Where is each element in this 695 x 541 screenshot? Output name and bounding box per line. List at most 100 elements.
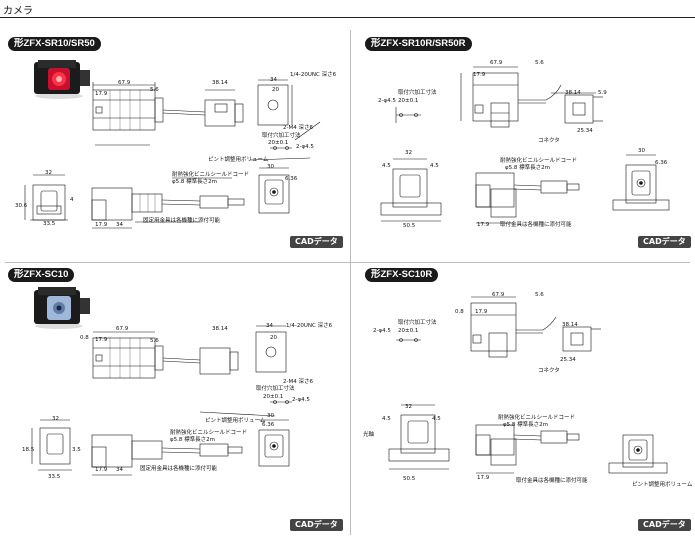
note-pin: ピント調整用ボリューム bbox=[205, 418, 266, 424]
dim-label: 6.36 bbox=[285, 176, 298, 182]
camera-photo-sr bbox=[34, 60, 90, 99]
note-panel: 取付穴加工寸法 bbox=[398, 320, 437, 326]
dim-label: 50.5 bbox=[403, 476, 416, 482]
note-connector: コネクタ bbox=[538, 138, 560, 144]
dim-label: 17.9 bbox=[477, 222, 490, 228]
dim-label: 5.6 bbox=[535, 60, 544, 66]
dim-label: 6.36 bbox=[655, 160, 668, 166]
dim-label: 4.5 bbox=[382, 163, 391, 169]
dim-label: 17.9 bbox=[95, 222, 108, 228]
dim-label: 20±0.1 bbox=[268, 140, 289, 146]
dim-label: 17.9 bbox=[477, 475, 490, 481]
dim-label: 25.34 bbox=[577, 128, 593, 134]
section-divider-vertical bbox=[350, 30, 351, 535]
dim-label: 32 bbox=[405, 404, 412, 410]
dim-label: 34 bbox=[266, 323, 273, 329]
dim-label: 50.5 bbox=[403, 223, 416, 229]
dim-label: 17.9 bbox=[473, 72, 486, 78]
dim-label: 34 bbox=[270, 77, 277, 83]
section-divider-horizontal bbox=[5, 262, 690, 263]
dim-label: 20±0.1 bbox=[263, 394, 284, 400]
dim-label: 38.14 bbox=[562, 322, 578, 328]
dim-label: 20 bbox=[272, 87, 279, 93]
note-pin: ピント調整用ボリューム bbox=[632, 482, 693, 488]
dim-label: 0.8 bbox=[455, 309, 464, 315]
note-cable2: φ5.8 標準長さ2m bbox=[505, 165, 550, 171]
dim-label: 17.9 bbox=[475, 309, 488, 315]
dim-label: 67.9 bbox=[116, 326, 129, 332]
note-m4: 2-M4 深さ6 bbox=[283, 379, 313, 385]
dim-label: 30 bbox=[638, 148, 645, 154]
dim-label: 32 bbox=[45, 170, 52, 176]
note-cable1: 耐熱強化ビニルシールドコード bbox=[498, 415, 576, 421]
dim-label: 30 bbox=[267, 413, 274, 419]
cad-data-button-srr[interactable]: CADデータ bbox=[638, 236, 691, 248]
dim-label: 32 bbox=[52, 416, 59, 422]
dim-label: 18.5 bbox=[22, 447, 35, 453]
note-hole: 2-φ4.5 bbox=[378, 98, 396, 104]
section-title-sr: 形ZFX-SR10/SR50 bbox=[8, 37, 101, 51]
drawing-sr bbox=[24, 79, 321, 229]
note-cable1: 耐熱強化ビニルシールドコード bbox=[170, 430, 248, 436]
section-title-srr: 形ZFX-SR10R/SR50R bbox=[365, 37, 472, 51]
note-mount2: 取付金具は各機種に添付可能 bbox=[516, 478, 588, 484]
dim-label: 20±0.1 bbox=[398, 328, 419, 334]
dim-label: 67.9 bbox=[490, 60, 503, 66]
dim-label: 20±0.1 bbox=[398, 98, 419, 104]
drawing-sc bbox=[31, 325, 292, 476]
cad-data-button-scr[interactable]: CADデータ bbox=[638, 519, 691, 531]
note-unc: 1/4-20UNC 深さ6 bbox=[286, 323, 333, 329]
dim-label: 5.9 bbox=[598, 90, 607, 96]
dim-label: 67.9 bbox=[118, 80, 131, 86]
page-title: カメラ bbox=[3, 6, 33, 17]
dim-label: 5.6 bbox=[150, 87, 159, 93]
note-panel: 取付穴加工寸法 bbox=[398, 90, 437, 96]
dim-label: 0.8 bbox=[80, 335, 89, 341]
dim-label: 34 bbox=[116, 467, 123, 473]
note-pin: ピント調整用ボリューム bbox=[208, 157, 269, 163]
dim-label: 17.9 bbox=[95, 467, 108, 473]
camera-photo-sc bbox=[34, 287, 90, 329]
page-header: カメラ bbox=[0, 0, 695, 18]
dim-label: 17.9 bbox=[95, 91, 108, 97]
note-cable1: 耐熱強化ビニルシールドコード bbox=[500, 158, 578, 164]
dim-label: 38.14 bbox=[212, 326, 228, 332]
dim-label: 17.9 bbox=[95, 337, 108, 343]
dim-label: 5.6 bbox=[150, 338, 159, 344]
dim-label: 30 bbox=[267, 164, 274, 170]
dim-label: 6.36 bbox=[262, 422, 275, 428]
dim-label: 4.5 bbox=[432, 416, 441, 422]
note-unc: 1/4-20UNC 深さ6 bbox=[290, 72, 337, 78]
note-hole: 2-φ4.5 bbox=[296, 144, 314, 150]
note-cable2: φ5.8 標準長さ2m bbox=[503, 422, 548, 428]
dim-label: 4 bbox=[70, 197, 74, 203]
note-mount: 固定用金具は各機種に添付可能 bbox=[140, 466, 218, 472]
dim-label: 34 bbox=[116, 222, 123, 228]
cad-data-button-sr[interactable]: CADデータ bbox=[290, 236, 343, 248]
dim-label: 25.34 bbox=[560, 357, 576, 363]
note-light-axis: 光軸 bbox=[363, 432, 375, 438]
dim-label: 38.14 bbox=[565, 90, 581, 96]
note-connector: コネクタ bbox=[538, 368, 560, 374]
note-cable2: φ5.8 標準長さ2m bbox=[170, 437, 215, 443]
note-cable1: 耐熱強化ビニルシールドコード bbox=[172, 172, 250, 178]
dim-label: 67.9 bbox=[492, 292, 505, 298]
dim-label: 32 bbox=[405, 150, 412, 156]
dim-label: 38.14 bbox=[212, 80, 228, 86]
cad-data-button-sc[interactable]: CADデータ bbox=[290, 519, 343, 531]
note-panel: 取付穴加工寸法 bbox=[262, 133, 301, 139]
dim-label: 4.5 bbox=[430, 163, 439, 169]
note-mount2: 取付金具は各機種に添付可能 bbox=[500, 222, 572, 228]
note-hole: 2-φ4.5 bbox=[373, 328, 391, 334]
section-title-sc: 形ZFX-SC10 bbox=[8, 268, 75, 282]
note-cable2: φ5.8 標準長さ2m bbox=[172, 179, 217, 185]
section-title-scr: 形ZFX-SC10R bbox=[365, 268, 439, 282]
dim-label: 3.5 bbox=[72, 447, 81, 453]
dim-label: 33.5 bbox=[48, 474, 61, 480]
note-m4: 2-M4 深さ6 bbox=[283, 125, 313, 131]
drawing-srr bbox=[380, 66, 670, 224]
dim-label: 4.5 bbox=[382, 416, 391, 422]
dim-label: 20 bbox=[270, 335, 277, 341]
dim-label: 5.6 bbox=[535, 292, 544, 298]
note-hole: 2-φ4.5 bbox=[292, 397, 310, 403]
